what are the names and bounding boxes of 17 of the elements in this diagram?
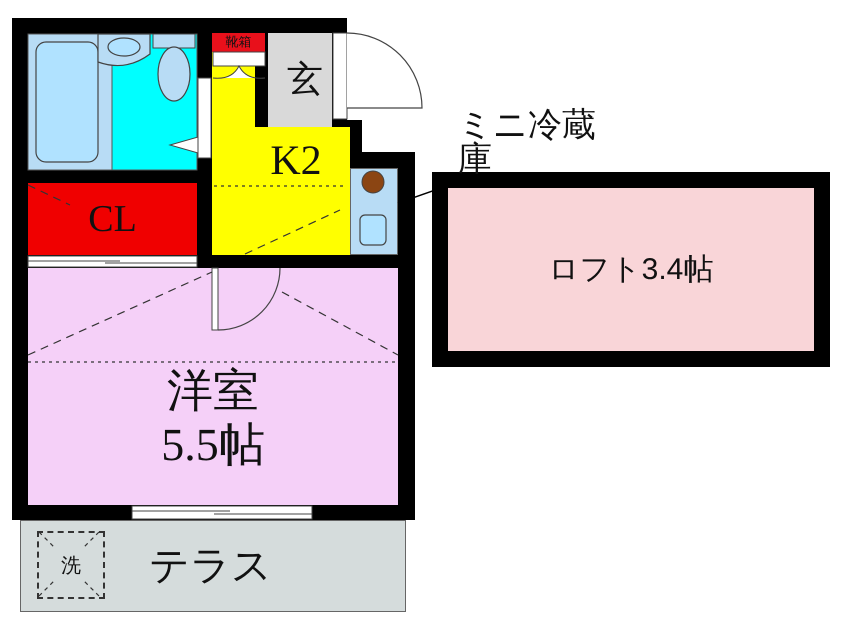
room-label: K2 (270, 140, 322, 182)
room-label: 玄 (287, 62, 323, 98)
closet-area (28, 183, 197, 255)
loft-area (432, 172, 830, 367)
entrance-area (268, 33, 332, 127)
room-label: ミニ冷蔵庫 (458, 108, 597, 176)
room-label: テラス (149, 546, 272, 586)
room-label: 靴箱 (226, 36, 252, 49)
room-label: 5.5帖 (161, 422, 265, 468)
shoe-cabinet (212, 33, 265, 52)
room-label: CL (88, 200, 137, 238)
room-label: 洋室 (167, 368, 259, 414)
room-area (28, 268, 398, 505)
washer-space (37, 531, 105, 599)
room-label: ロフト3.4帖 (548, 254, 714, 284)
room-label: 洗 (61, 555, 81, 575)
terrace-area (20, 520, 406, 612)
